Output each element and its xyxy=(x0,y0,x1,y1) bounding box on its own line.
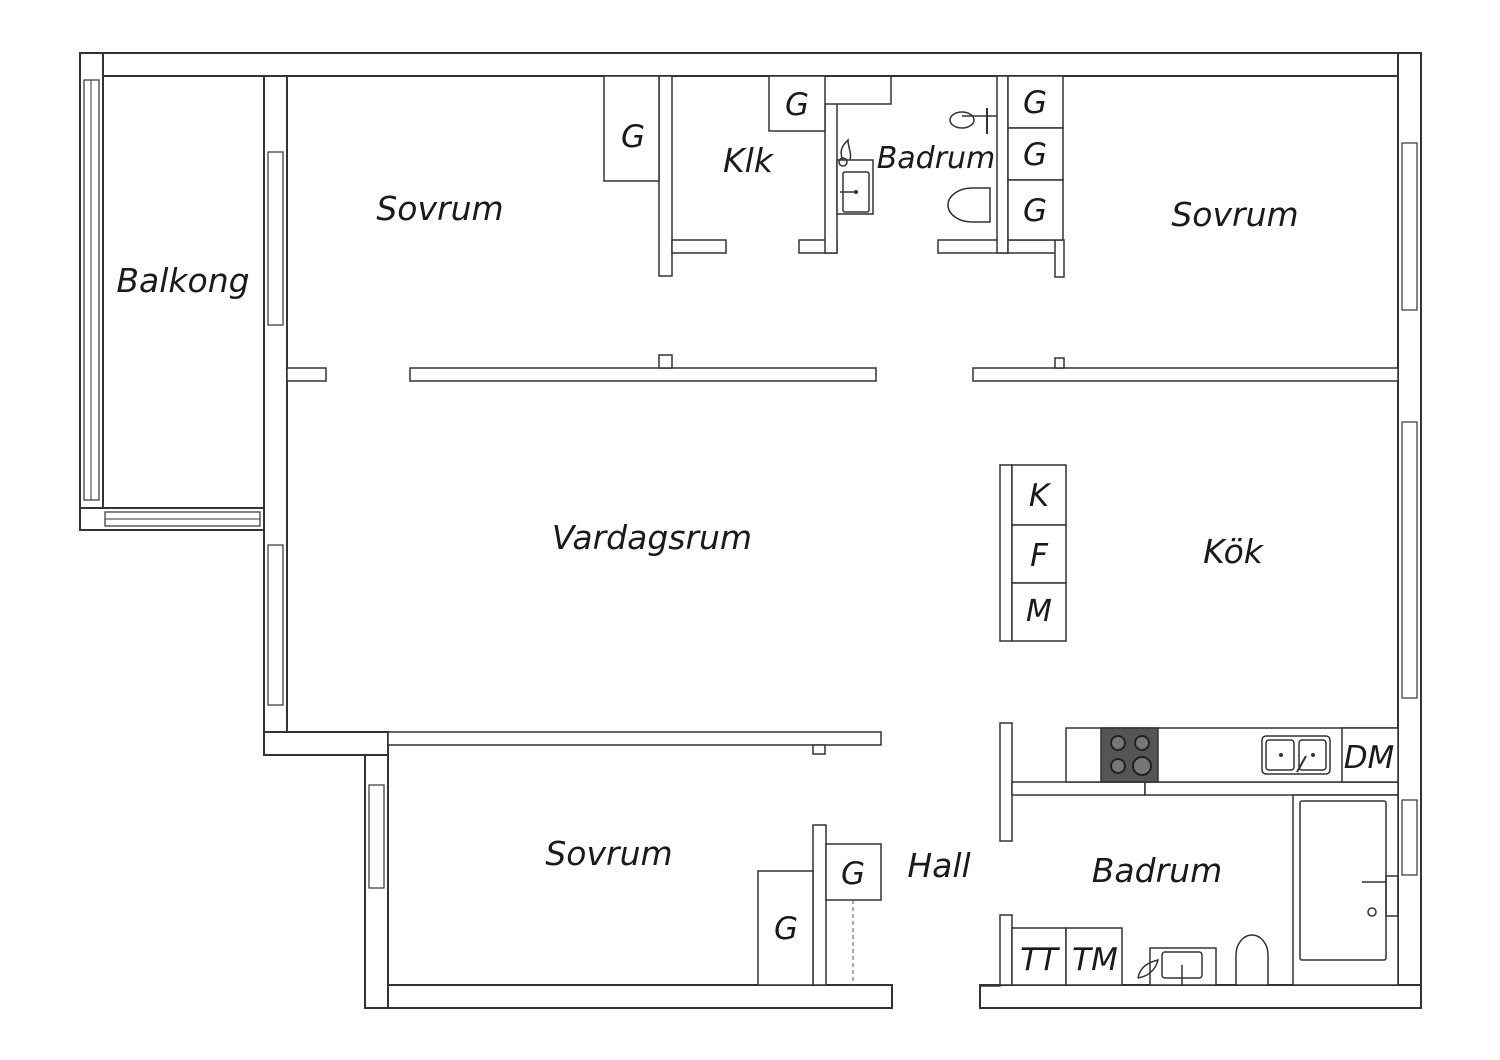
room-labels: Balkong Sovrum Klk Badrum Sovrum Vardags… xyxy=(116,141,1298,890)
label-g3: G xyxy=(1023,85,1047,121)
label-g2: G xyxy=(785,87,809,123)
interior-walls xyxy=(286,75,1399,987)
label-tt: TT xyxy=(1020,942,1060,978)
toilet-north xyxy=(947,187,991,223)
wardrobe-g4 xyxy=(1007,127,1064,181)
microwave-m xyxy=(1011,582,1067,642)
room-label-kok: Kök xyxy=(1203,532,1265,571)
kitchen-counter xyxy=(1065,727,1399,783)
label-m: M xyxy=(1026,594,1052,629)
room-label-sovrum-ne: Sovrum xyxy=(1171,195,1298,234)
room-label-klk: Klk xyxy=(723,141,775,180)
label-f: F xyxy=(1030,538,1049,574)
label-g6: G xyxy=(841,856,865,892)
wardrobe-g1 xyxy=(603,75,660,182)
toilet-south xyxy=(1235,934,1269,986)
south-bathroom-fixtures xyxy=(1011,794,1399,986)
room-label-balkong: Balkong xyxy=(116,261,249,300)
kitchen-sink xyxy=(1261,735,1331,775)
room-label-sovrum-nw: Sovrum xyxy=(376,189,503,228)
washing-machine-tm xyxy=(1065,927,1123,986)
refrigerator-k xyxy=(1011,464,1067,526)
stove xyxy=(1100,727,1159,783)
label-g1: G xyxy=(621,119,645,155)
kitchen-appliance-column xyxy=(999,464,1067,642)
wardrobe-g2 xyxy=(768,75,826,132)
dishwasher-dm xyxy=(1341,727,1399,783)
sink-south xyxy=(1149,947,1217,986)
room-label-vardagsrum: Vardagsrum xyxy=(552,518,752,557)
room-label-sovrum-s: Sovrum xyxy=(545,834,672,873)
room-label-badrum-n: Badrum xyxy=(877,141,996,176)
wardrobe-g5 xyxy=(1007,179,1064,241)
label-g7: G xyxy=(774,911,798,947)
north-bathroom-fixtures xyxy=(836,108,997,223)
room-label-hall: Hall xyxy=(907,846,970,885)
tumble-dryer-tt xyxy=(1011,927,1067,986)
label-g5: G xyxy=(1023,193,1047,229)
fixture-labels: G G G G G G G K F M DM TT TM xyxy=(621,85,1394,978)
label-tm: TM xyxy=(1072,942,1118,978)
wardrobe-g6 xyxy=(825,843,882,901)
windows xyxy=(83,79,1418,889)
label-g4: G xyxy=(1023,137,1047,173)
room-label-badrum-s: Badrum xyxy=(1092,851,1222,890)
label-k: K xyxy=(1029,478,1052,514)
wardrobe-g7 xyxy=(757,870,814,986)
label-dm: DM xyxy=(1344,740,1395,776)
wardrobes xyxy=(603,75,1064,986)
